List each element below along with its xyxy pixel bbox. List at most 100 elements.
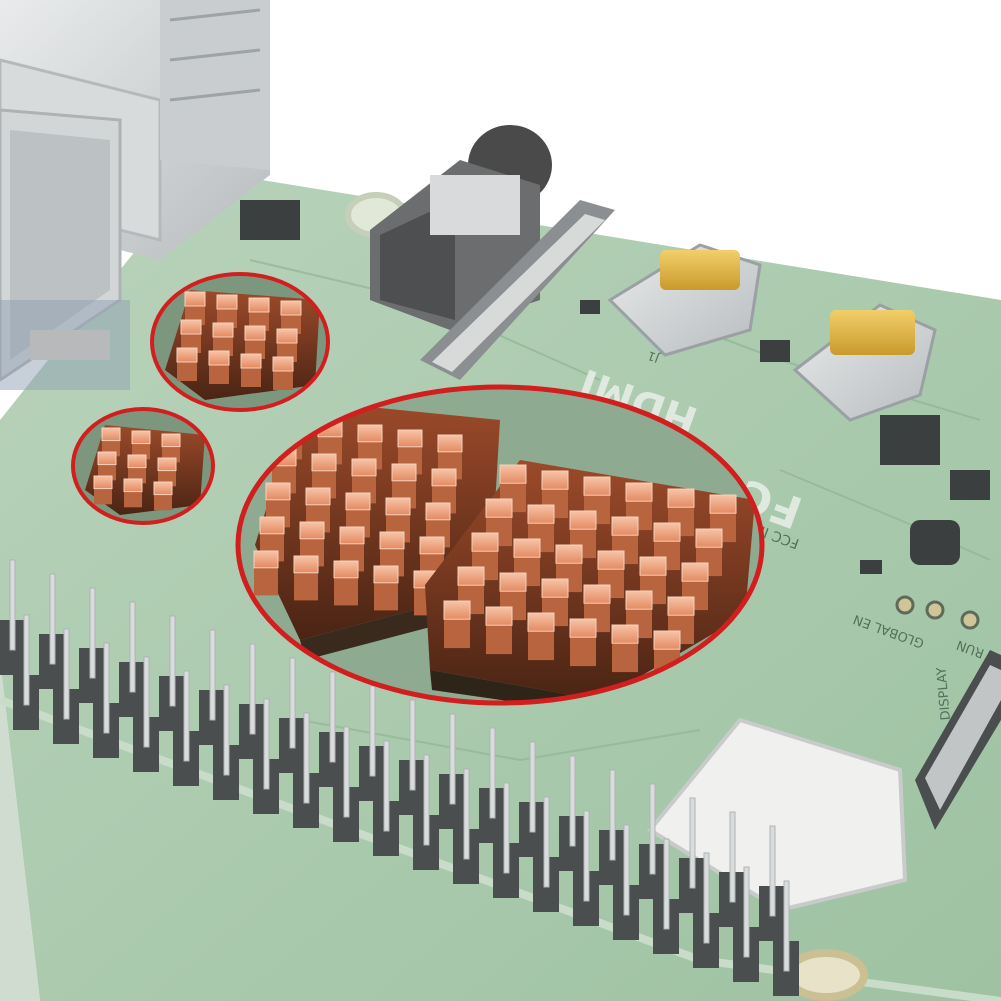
gpio-pin — [359, 685, 385, 801]
heatsink-fin — [555, 544, 583, 593]
gpio-header — [0, 559, 799, 996]
heatsink-fin — [625, 590, 653, 639]
heatsink-fin — [457, 566, 485, 615]
gpio-pin — [559, 755, 585, 871]
gpio-pin — [639, 783, 665, 899]
heatsink-fin — [333, 560, 359, 606]
gpio-pin — [573, 810, 599, 926]
gpio-pin — [599, 769, 625, 885]
display-connector — [915, 650, 1001, 830]
heatsink-fin — [272, 356, 294, 390]
gpio-pin — [13, 614, 39, 730]
heatsink-fin — [157, 457, 177, 487]
heatsink-fin — [569, 618, 597, 667]
heatsink-fin — [280, 300, 302, 334]
heatsink-fin — [101, 427, 121, 457]
gpio-pin — [693, 852, 719, 968]
gpio-pin — [239, 643, 265, 759]
heatsink-fin — [153, 481, 173, 511]
usb-ports — [0, 0, 270, 390]
gpio-pin — [413, 754, 439, 870]
gpio-pin — [719, 811, 745, 927]
gpio-pin — [533, 796, 559, 912]
gpio-pin — [493, 782, 519, 898]
gpio-pin — [133, 656, 159, 772]
gpio-pin — [53, 628, 79, 744]
test-pads — [895, 595, 980, 630]
heatsink-fin — [276, 328, 298, 362]
heatsink-fin — [667, 488, 695, 537]
gpio-pin — [173, 670, 199, 786]
gpio-pin — [679, 797, 705, 913]
heatsink-fin — [184, 291, 206, 325]
heatsink-fin — [485, 498, 513, 547]
gpio-pin — [759, 825, 785, 941]
gpio-pin — [519, 741, 545, 857]
heatsink-fin — [180, 319, 202, 353]
gpio-pin — [613, 824, 639, 940]
heatsink-fin — [541, 578, 569, 627]
heatsink-fin — [253, 550, 279, 596]
gpio-pin — [773, 880, 799, 996]
gpio-pin — [0, 559, 25, 675]
gpio-pin — [293, 712, 319, 828]
gpio-pin — [453, 768, 479, 884]
heatsink-fin — [499, 572, 527, 621]
micro-hdmi-port-1 — [607, 243, 762, 357]
gpio-pin — [79, 587, 105, 703]
heatsink-fin — [583, 476, 611, 525]
gpio-pin — [279, 657, 305, 773]
heatsink-fin — [443, 600, 471, 649]
gpio-pin — [479, 727, 505, 843]
heatsink-fin — [248, 297, 270, 331]
heatsink-fin — [97, 451, 117, 481]
wifi-shield — [647, 717, 908, 913]
heatsink-fin — [208, 350, 230, 384]
gpio-pin — [93, 642, 119, 758]
heatsink-fin — [212, 322, 234, 356]
heatsink-fin — [244, 325, 266, 359]
heatsink-fin — [93, 475, 113, 505]
gpio-pin — [733, 866, 759, 982]
heatsink-fin — [625, 482, 653, 531]
mounting-hole — [784, 949, 868, 1001]
gpio-pin — [199, 629, 225, 745]
heatsink-fin — [527, 504, 555, 553]
heatsink-fin — [240, 353, 262, 387]
heatsink-fin — [611, 516, 639, 565]
heatsink-fin — [123, 478, 143, 508]
gpio-pin — [39, 573, 65, 689]
smd-components — [240, 200, 990, 574]
heatsink-large-right — [425, 460, 755, 703]
gpio-pin — [119, 601, 145, 717]
j1-label: J1 — [646, 348, 662, 365]
heatsink-fin — [485, 606, 513, 655]
highlight-small-heatsink — [71, 407, 215, 525]
camera-connector — [420, 200, 615, 380]
gpio-pin — [373, 740, 399, 856]
display-label: DISPLAY — [934, 666, 954, 720]
heatsink-fin — [527, 612, 555, 661]
heatsink-fin — [379, 531, 405, 577]
heatsink-fin — [611, 624, 639, 673]
heatsink-fin — [373, 565, 399, 611]
heatsink-fin — [176, 347, 198, 381]
gpio-pin — [213, 684, 239, 800]
heatsink-fin — [161, 433, 181, 463]
gpio-pin — [333, 726, 359, 842]
gpio-pin — [653, 838, 679, 954]
gpio-pin — [439, 713, 465, 829]
heatsink-fin — [127, 454, 147, 484]
gpio-pin — [319, 671, 345, 787]
heatsink-fin — [293, 555, 319, 601]
highlight-medium-heatsink — [150, 272, 330, 412]
heatsink-fin — [541, 470, 569, 519]
gpio-pin — [253, 698, 279, 814]
highlight-large-heatsinks — [235, 384, 765, 706]
heatsink-fin — [131, 430, 151, 460]
gpio-pin — [159, 615, 185, 731]
heatsink-fin — [216, 294, 238, 328]
micro-hdmi-port-2 — [792, 303, 937, 422]
gpio-pin — [399, 699, 425, 815]
